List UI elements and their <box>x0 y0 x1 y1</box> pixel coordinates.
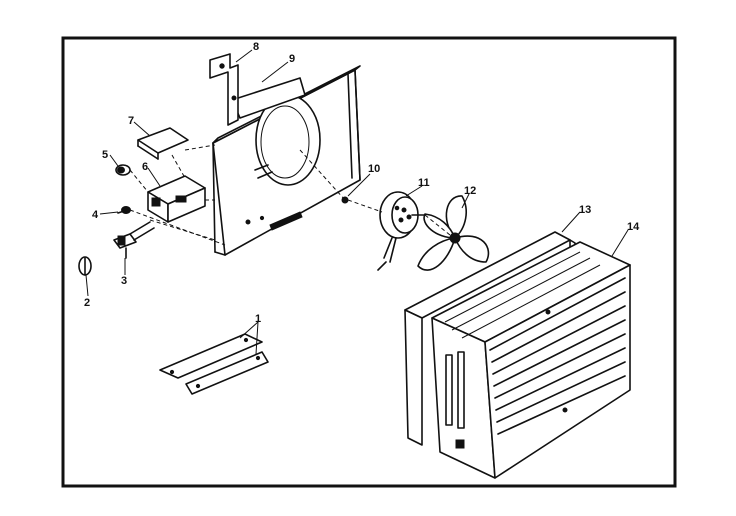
part-14-grille-front <box>431 241 631 479</box>
callout-3: 3 <box>121 275 127 287</box>
callout-5: 5 <box>102 149 108 161</box>
part-1-mounting-straps <box>159 333 269 395</box>
part-6-switch-box <box>147 175 206 223</box>
part-13-front-trim-frame <box>404 231 576 446</box>
part-8-bracket <box>209 53 239 126</box>
diagram-frame <box>61 36 677 488</box>
part-7-cover-plate <box>137 127 189 160</box>
callout-8: 8 <box>253 41 259 53</box>
leader-lines <box>85 49 629 355</box>
callout-2: 2 <box>84 297 90 309</box>
callout-11: 11 <box>418 177 430 189</box>
callout-12: 12 <box>464 185 476 197</box>
part-3-switch <box>113 221 155 259</box>
part-2-clip <box>78 256 92 276</box>
callout-10: 10 <box>368 163 380 175</box>
callout-13: 13 <box>579 204 591 216</box>
part-4-screw <box>117 206 131 214</box>
callout-labels: 1 2 3 4 5 6 7 8 9 10 11 12 13 14 <box>84 41 640 325</box>
part-9-blower-housing <box>212 65 361 256</box>
part-11-motor <box>377 191 426 271</box>
callout-9: 9 <box>289 53 295 65</box>
callout-1: 1 <box>255 313 261 325</box>
assembly-lines <box>129 144 451 246</box>
part-12-fan-blade <box>417 195 490 271</box>
callout-7: 7 <box>128 115 134 127</box>
part-5-knob <box>115 164 131 176</box>
callout-6: 6 <box>142 161 148 173</box>
callout-14: 14 <box>627 221 640 233</box>
callout-4: 4 <box>92 209 99 221</box>
